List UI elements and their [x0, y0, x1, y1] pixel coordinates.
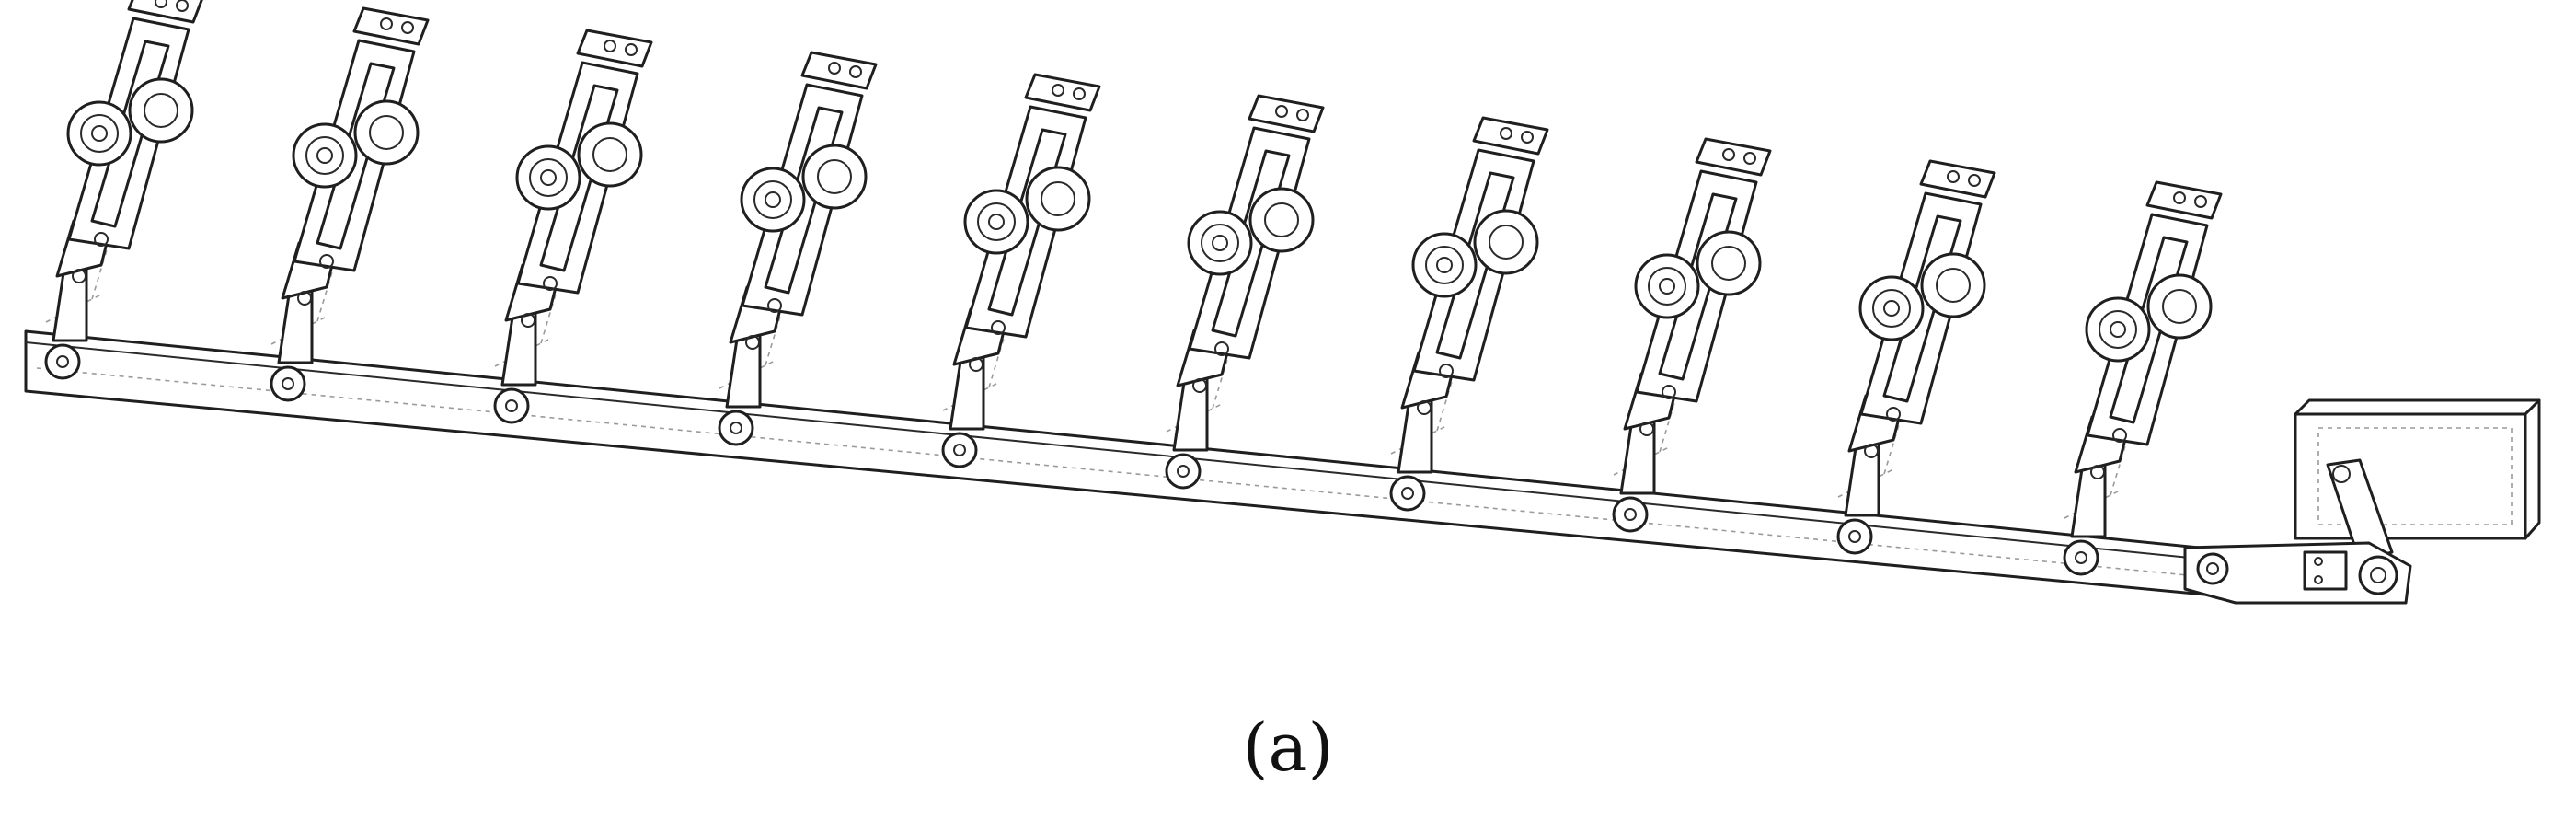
finger-unit-1: [44, 0, 204, 342]
finger-unit-7: [1389, 116, 1549, 474]
finger-unit-3: [493, 29, 653, 387]
figure-caption: (a): [1242, 709, 1334, 786]
finger-unit-2: [270, 6, 430, 364]
finger-unit-4: [718, 51, 878, 409]
actuator-assembly: [2183, 398, 2541, 605]
rail-bolts: [44, 343, 2099, 576]
finger-unit-9: [1836, 159, 1996, 517]
finger-unit-10: [2063, 180, 2223, 538]
finger-unit-8: [1612, 137, 1772, 495]
finger-unit-6: [1165, 94, 1325, 452]
rail: [24, 329, 2247, 600]
finger-unit-5: [941, 73, 1101, 431]
